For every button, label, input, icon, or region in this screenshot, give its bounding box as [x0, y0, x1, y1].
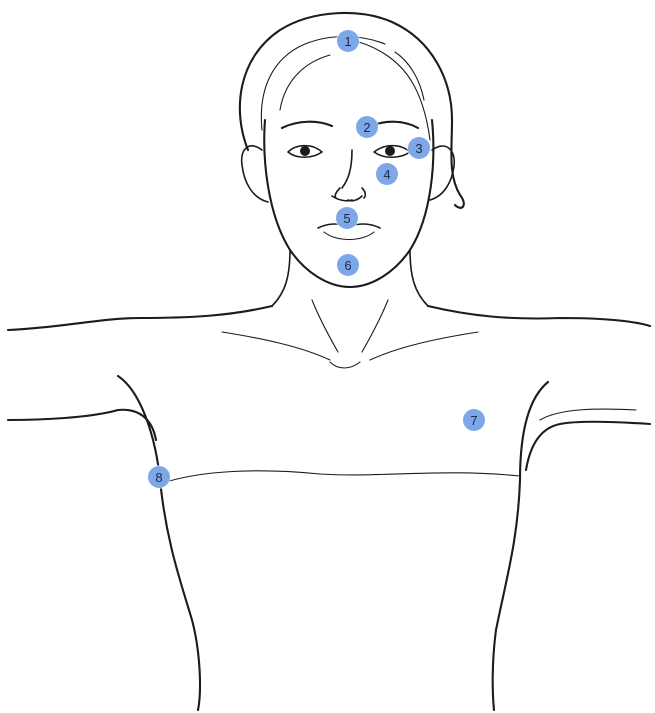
lower-lip	[324, 232, 374, 240]
marker-5[interactable]: 5	[336, 207, 358, 229]
left-iris	[300, 146, 310, 156]
marker-7-label: 7	[470, 413, 477, 428]
torso-left	[118, 376, 200, 710]
left-shoulder-arm-top	[8, 306, 272, 330]
marker-8-label: 8	[155, 470, 162, 485]
nose	[332, 150, 365, 201]
right-arm-inner	[540, 409, 636, 420]
collarbones	[222, 332, 478, 360]
marker-4-label: 4	[383, 167, 390, 182]
right-iris	[385, 146, 395, 156]
marker-7[interactable]: 7	[463, 409, 485, 431]
marker-6[interactable]: 6	[337, 254, 359, 276]
marker-1[interactable]: 1	[337, 30, 359, 52]
marker-2[interactable]: 2	[356, 116, 378, 138]
marker-3-label: 3	[415, 141, 422, 156]
left-arm-bottom	[8, 410, 156, 440]
neck-left	[272, 250, 290, 306]
hair-inner-strands	[261, 37, 430, 141]
neck-right	[410, 250, 428, 306]
marker-4[interactable]: 4	[376, 163, 398, 185]
top-neckline	[160, 471, 520, 484]
marker-8[interactable]: 8	[148, 466, 170, 488]
right-shoulder-arm-top	[428, 306, 650, 326]
torso-right	[493, 382, 548, 710]
neck-muscles	[312, 300, 388, 368]
marker-1-label: 1	[344, 34, 351, 49]
marker-2-label: 2	[363, 120, 370, 135]
marker-5-label: 5	[343, 211, 350, 226]
marker-3[interactable]: 3	[408, 137, 430, 159]
marker-6-label: 6	[344, 258, 351, 273]
right-arm-bottom	[526, 422, 650, 470]
left-eyebrow	[282, 122, 332, 128]
